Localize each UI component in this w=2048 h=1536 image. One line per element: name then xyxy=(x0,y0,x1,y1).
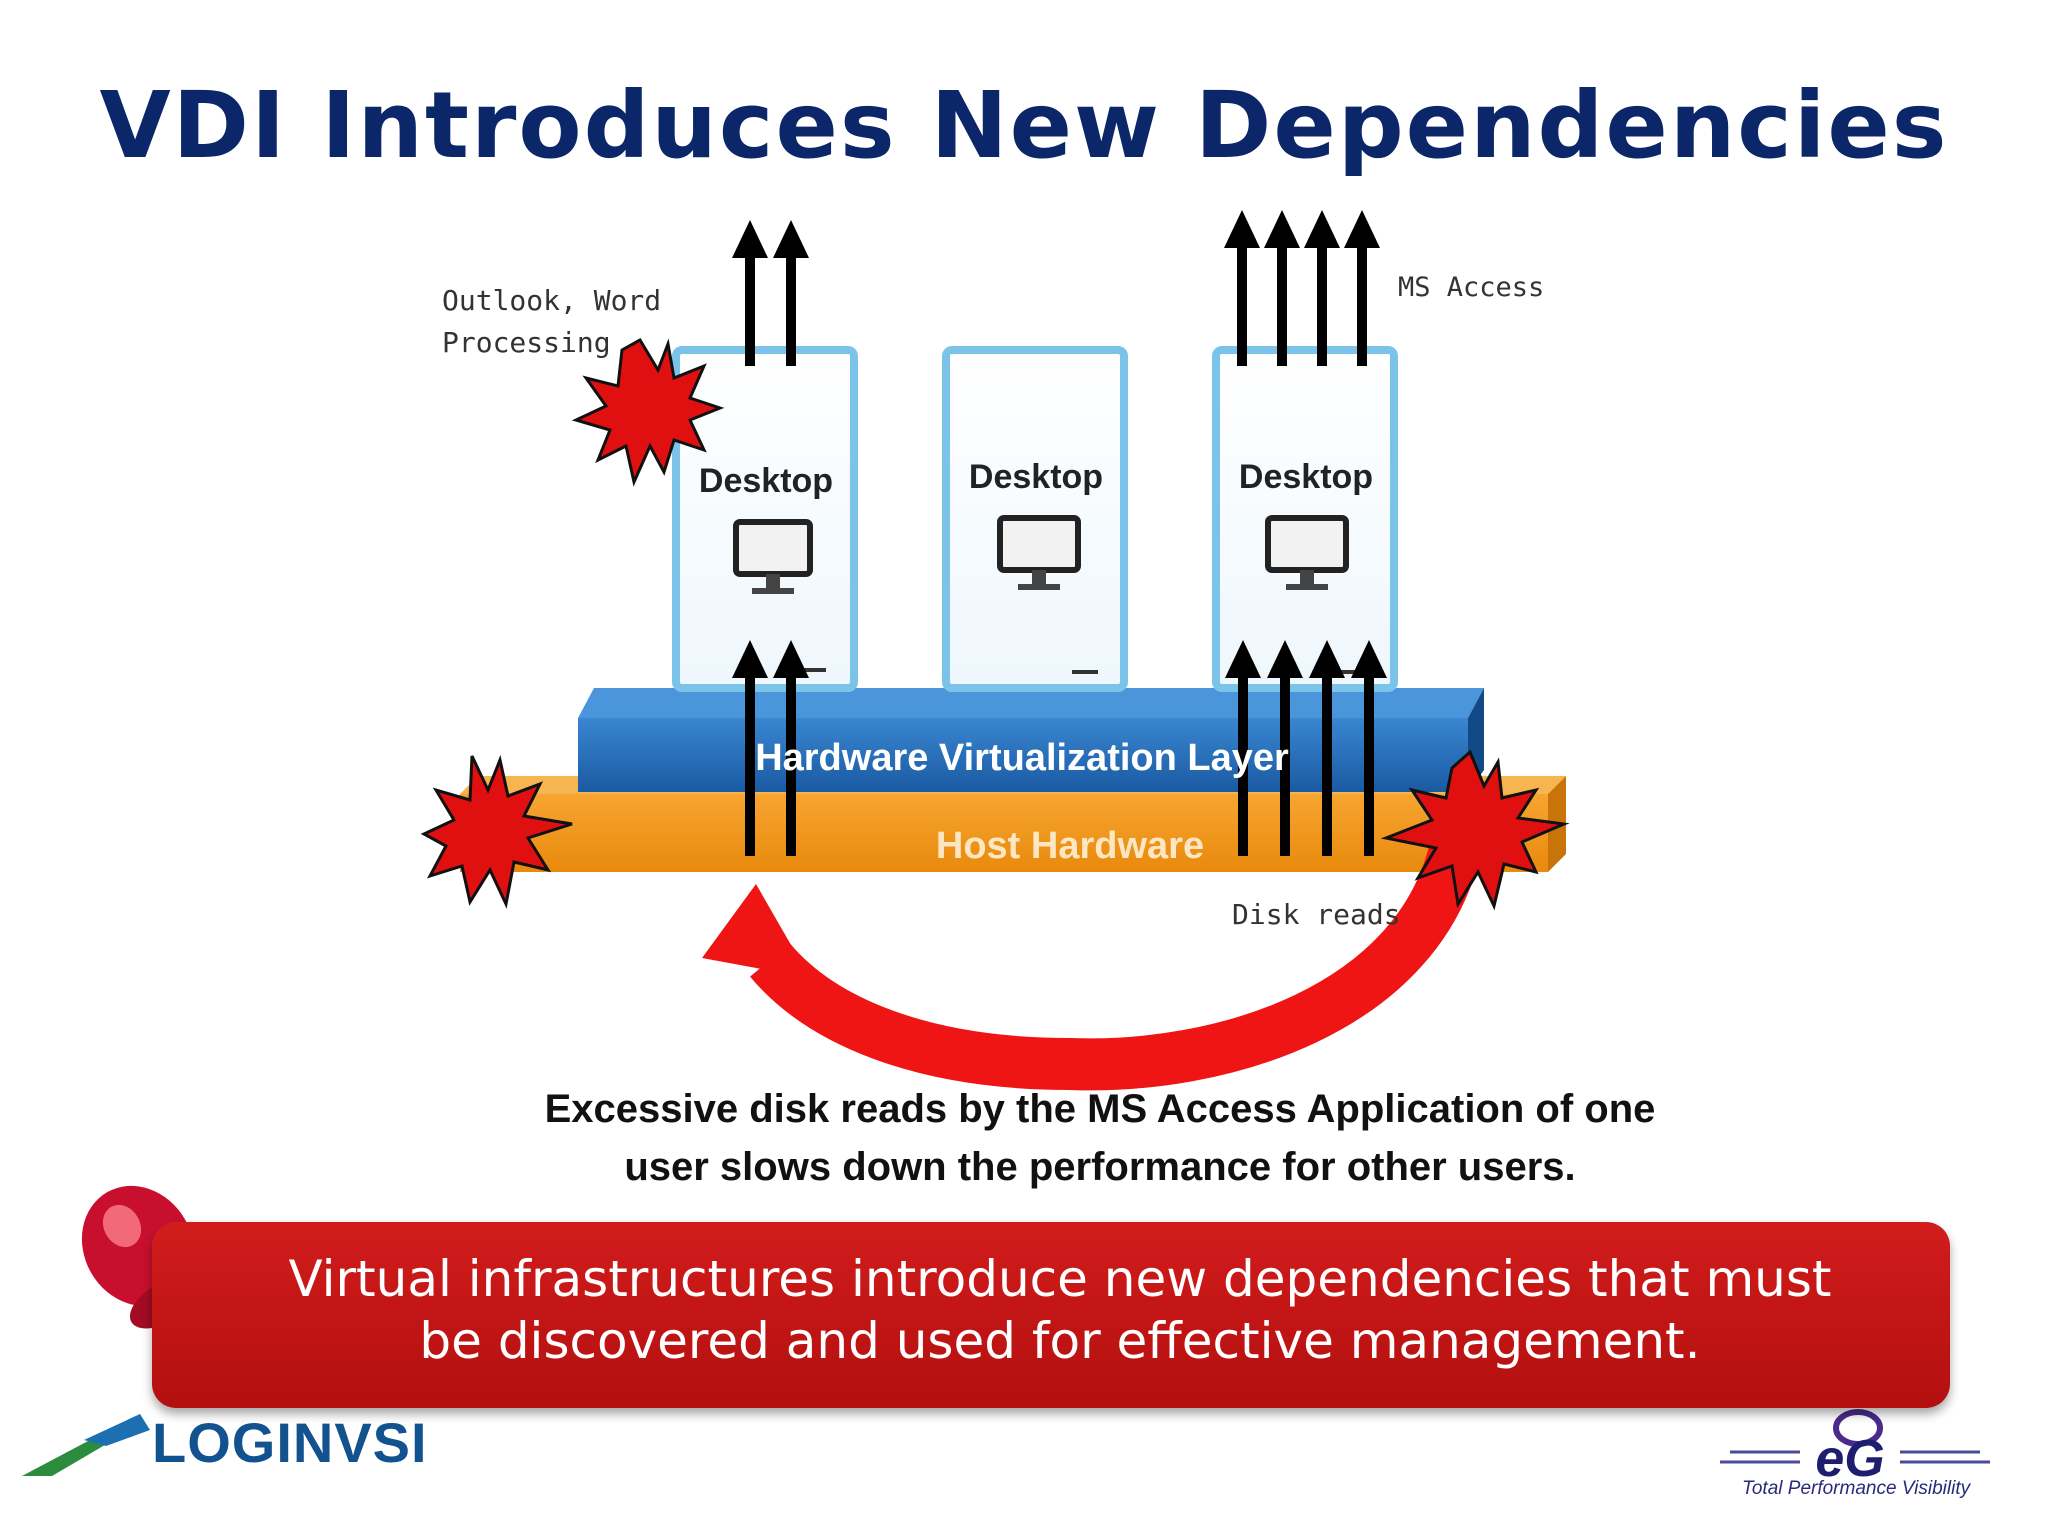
top-arrows-left xyxy=(732,220,809,366)
desktop-2 xyxy=(942,346,1128,692)
eg-tagline: Total Performance Visibility xyxy=(1742,1478,1971,1499)
bottom-arrows-left xyxy=(732,640,809,856)
loginvsi-logo: LOGINVSI xyxy=(152,1411,428,1474)
host-hardware-label: Host Hardware xyxy=(936,825,1204,867)
desktop-1 xyxy=(672,346,858,692)
burst-disk-reads xyxy=(1380,749,1570,911)
desktop-2-label: Desktop xyxy=(969,458,1103,496)
desktop-3-label: Desktop xyxy=(1239,458,1373,496)
eg-logo-text: eG xyxy=(1815,1430,1884,1488)
desktop-1-label: Desktop xyxy=(699,462,833,500)
desktop-3 xyxy=(1212,346,1398,692)
virtualization-layer-label: Hardware Virtualization Layer xyxy=(755,737,1289,779)
virtualization-layer-bar xyxy=(578,688,1484,792)
slide-title: VDI Introduces New Dependencies xyxy=(99,72,1949,179)
disk-reads-label: Disk reads xyxy=(1232,898,1401,931)
key-message-banner xyxy=(152,1222,1950,1408)
diagram-caption: Excessive disk reads by the MS Access Ap… xyxy=(420,1080,1780,1196)
caption-line-2: user slows down the performance for othe… xyxy=(624,1145,1576,1189)
loginvsi-logo-mark xyxy=(22,1414,150,1476)
bottom-arrows-right xyxy=(1225,640,1387,856)
top-arrows-right xyxy=(1224,210,1380,366)
key-message-line-1: Virtual infrastructures introduce new de… xyxy=(288,1250,1832,1308)
eg-logo-mark: eG xyxy=(1720,1409,1990,1488)
key-message-text: Virtual infrastructures introduce new de… xyxy=(230,1248,1890,1372)
burst-outlook xyxy=(571,337,725,487)
curved-arrow xyxy=(702,838,1482,1091)
caption-line-1: Excessive disk reads by the MS Access Ap… xyxy=(544,1087,1656,1131)
burst-host-hardware xyxy=(420,754,573,909)
ms-access-label: MS Access xyxy=(1398,272,1545,303)
outlook-word-label: Outlook, Word Processing xyxy=(442,284,662,359)
key-message-line-2: be discovered and used for effective man… xyxy=(419,1312,1701,1370)
